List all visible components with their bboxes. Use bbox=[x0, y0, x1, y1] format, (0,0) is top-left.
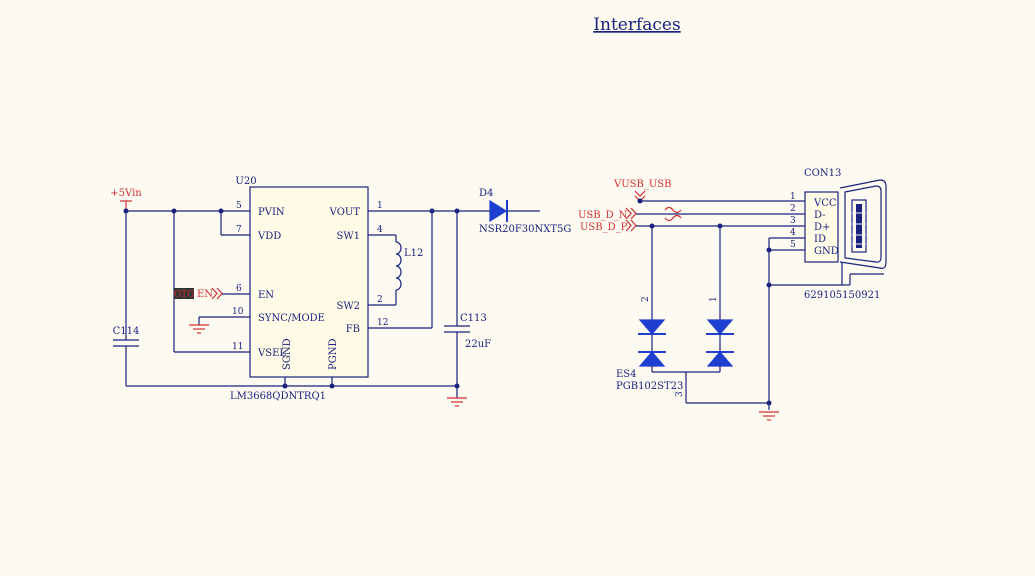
sync-ground bbox=[189, 316, 250, 334]
pin-sync-num: 10 bbox=[232, 307, 244, 317]
dn-label: USB_D_N bbox=[578, 210, 628, 221]
con13-connector: CON13 629105150921 VCC D- D+ ID GND 1 2 … bbox=[790, 168, 887, 301]
pin-vsel-num: 11 bbox=[232, 342, 243, 352]
pin-sgnd-name: SGND bbox=[282, 338, 293, 370]
con13-pin-gnd-name: GND bbox=[814, 246, 839, 257]
es4-part: PGB102ST23 bbox=[616, 381, 683, 392]
es4-ref: ES4 bbox=[616, 369, 637, 380]
pin-sw2-name: SW2 bbox=[337, 301, 361, 312]
en-net-label: EN bbox=[197, 289, 213, 300]
c114-ref: C114 bbox=[113, 326, 140, 337]
c113-capacitor: C113 22uF bbox=[444, 211, 491, 386]
pin-sw1-num: 4 bbox=[377, 225, 383, 235]
otg-net: OTG EN bbox=[174, 287, 250, 300]
pin-vdd-name: VDD bbox=[257, 231, 281, 242]
vusb-label: VUSB_USB bbox=[613, 179, 671, 190]
pin-sw2-num: 2 bbox=[377, 295, 383, 305]
dn-net: USB_D_N bbox=[578, 206, 805, 222]
power-5vin: +5Vin bbox=[110, 188, 142, 211]
pin-vsel-name: VSEL bbox=[257, 348, 286, 359]
pin-vdd-num: 7 bbox=[236, 225, 242, 235]
pin-pgnd-name: PGND bbox=[328, 339, 339, 370]
con13-pin-id-name: ID bbox=[814, 234, 826, 245]
con13-pin-5-num: 5 bbox=[790, 240, 796, 250]
d4-ref: D4 bbox=[479, 188, 493, 199]
con13-pin-4-num: 4 bbox=[790, 228, 796, 238]
con13-pin-vcc-name: VCC bbox=[813, 198, 837, 209]
u20-body bbox=[249, 186, 369, 378]
con13-pin-dm-name: D- bbox=[814, 210, 826, 221]
con13-pin-2-num: 2 bbox=[790, 204, 796, 214]
c114-capacitor: C114 bbox=[113, 211, 140, 386]
con13-pin-1-num: 1 bbox=[790, 192, 796, 202]
sheet-title: Interfaces bbox=[593, 15, 680, 35]
pin-en-num: 6 bbox=[236, 284, 242, 294]
es4-pin-3: 3 bbox=[675, 391, 685, 397]
pin-pvin-name: PVIN bbox=[258, 207, 285, 218]
d4-part: NSR20F30NXT5G bbox=[479, 224, 571, 235]
vusb-net: VUSB_USB bbox=[613, 179, 805, 204]
dp-net: USB_D_P bbox=[580, 219, 805, 233]
pin-sw1-name: SW1 bbox=[337, 231, 361, 242]
con13-part: 629105150921 bbox=[804, 290, 880, 301]
con13-body bbox=[804, 191, 839, 263]
pin-fb-name: FB bbox=[346, 324, 360, 335]
es4-tvs: 2 1 3 ES4 PGB102ST23 bbox=[616, 226, 769, 404]
otg-label: OTG bbox=[174, 290, 195, 300]
con13-pin-dp-name: D+ bbox=[814, 222, 830, 233]
pin-pvin-num: 5 bbox=[236, 201, 242, 211]
l12-inductor: L12 bbox=[368, 234, 423, 306]
es4-pin-1: 1 bbox=[709, 296, 719, 302]
con13-pin-3-num: 3 bbox=[790, 216, 796, 226]
vin-label: +5Vin bbox=[110, 188, 142, 199]
u20-part: LM3668QDNTRQ1 bbox=[230, 391, 326, 402]
c113-value: 22uF bbox=[465, 339, 491, 350]
l12-ref: L12 bbox=[404, 248, 423, 259]
con13-ref: CON13 bbox=[804, 168, 841, 179]
pin-en-name: EN bbox=[258, 290, 274, 301]
pin-vout-name: VOUT bbox=[329, 207, 361, 218]
otg-flag bbox=[174, 288, 194, 299]
c113-ref: C113 bbox=[460, 313, 487, 324]
ground-symbol-usb bbox=[759, 411, 779, 421]
u20-chip: U20 LM3668QDNTRQ1 PVIN 5 VDD 7 EN 6 SYNC… bbox=[230, 176, 388, 402]
u20-ref: U20 bbox=[235, 176, 256, 187]
ground-symbol-u20 bbox=[447, 386, 467, 407]
d4-diode: D4 NSR20F30NXT5G bbox=[479, 188, 571, 235]
pin-fb-num: 12 bbox=[377, 318, 388, 328]
es4-pin-2: 2 bbox=[641, 296, 651, 302]
pin-vout-num: 1 bbox=[377, 201, 383, 211]
pin-sync-name: SYNC/MODE bbox=[258, 313, 325, 324]
dp-label: USB_D_P bbox=[580, 222, 628, 233]
